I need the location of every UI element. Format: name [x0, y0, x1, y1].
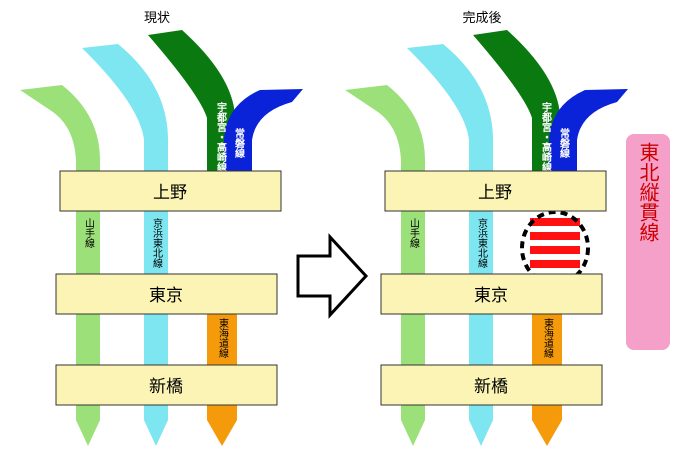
after-title: 完成後 [462, 11, 501, 26]
after-tokaido-label: 東海道線 [542, 317, 554, 358]
before-station-shimbashi [55, 364, 278, 406]
after-station-shimbashi [380, 364, 603, 406]
before-title: 現状 [144, 11, 170, 26]
before-station-ueno-label: 上野 [153, 183, 187, 203]
before-yamanote-label: 山手線 [83, 218, 95, 248]
after-utsunomiya-label: 宇都宮・高崎線 [540, 101, 553, 173]
side-label-text: 東北縦貫線 [636, 142, 660, 242]
before-utsunomiya-takasaki-line [148, 30, 235, 175]
after-joban-line [549, 89, 628, 175]
transition-arrow-icon [296, 233, 369, 319]
after-joban-label: 常磐線 [558, 127, 570, 159]
after-new-link [530, 218, 580, 268]
after-station-ueno [384, 170, 607, 212]
before-joban-line [224, 89, 303, 175]
before-keihin-tohoku-line [82, 44, 168, 446]
after-keihin-label: 京浜東北線 [476, 217, 488, 268]
before-station-ueno [59, 170, 282, 212]
after-yamanote-label: 山手線 [408, 218, 420, 248]
before-station-tokyo [55, 273, 278, 315]
before-tokaido-label: 東海道線 [217, 317, 229, 358]
before-joban-label: 常磐線 [233, 127, 245, 159]
after-diagram: 完成後 宇都宮・高崎線 常磐線 山手線 京浜東北線 東海道線 上野 東京 新橋 [345, 11, 628, 446]
before-keihin-label: 京浜東北線 [151, 217, 163, 268]
after-keihin-tohoku-line [407, 44, 493, 446]
before-diagram: 現状 宇都宮・高崎線 常磐線 山手線 京浜東北線 東海道線 上野 東京 新橋 [20, 11, 303, 446]
after-station-tokyo-label: 東京 [474, 286, 508, 306]
after-station-shimbashi-label: 新橋 [474, 377, 508, 397]
after-station-tokyo [380, 273, 603, 315]
side-label-box [626, 134, 670, 350]
before-utsunomiya-label: 宇都宮・高崎線 [215, 101, 228, 173]
after-station-ueno-label: 上野 [478, 183, 512, 203]
after-utsunomiya-takasaki-line [473, 30, 560, 175]
before-station-shimbashi-label: 新橋 [149, 377, 183, 397]
before-station-tokyo-label: 東京 [149, 286, 183, 306]
